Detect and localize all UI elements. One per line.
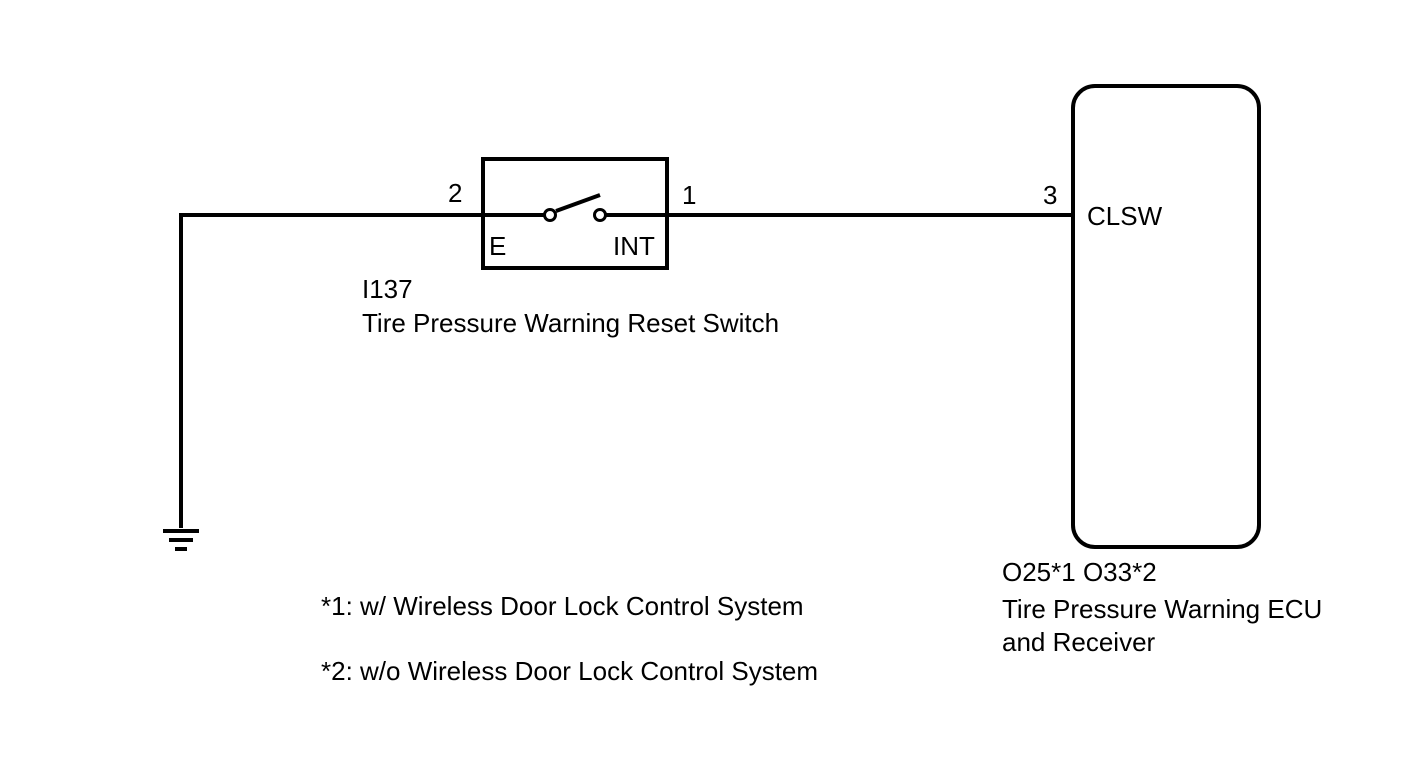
switch-terminal-left: E bbox=[489, 231, 506, 261]
ground-icon bbox=[163, 529, 199, 551]
ecu-connector-id: O25*1 O33*2 bbox=[1002, 557, 1157, 587]
ecu-name-line2: and Receiver bbox=[1002, 627, 1156, 657]
switch-contact-icon bbox=[483, 193, 667, 222]
switch-connector-id: I137 bbox=[362, 274, 413, 304]
ecu-box bbox=[1071, 84, 1261, 549]
ecu-terminal: CLSW bbox=[1087, 201, 1163, 231]
switch-name: Tire Pressure Warning Reset Switch bbox=[362, 308, 779, 338]
switch-pin-left: 2 bbox=[448, 178, 462, 208]
ecu-pin: 3 bbox=[1043, 180, 1057, 210]
ecu-name-line1: Tire Pressure Warning ECU bbox=[1002, 594, 1322, 624]
switch-pin-right: 1 bbox=[682, 180, 696, 210]
footnote-1: *1: w/ Wireless Door Lock Control System bbox=[321, 591, 804, 621]
ground-wire bbox=[179, 213, 483, 528]
switch-terminal-right: INT bbox=[613, 231, 655, 261]
footnote-2: *2: w/o Wireless Door Lock Control Syste… bbox=[321, 656, 818, 686]
